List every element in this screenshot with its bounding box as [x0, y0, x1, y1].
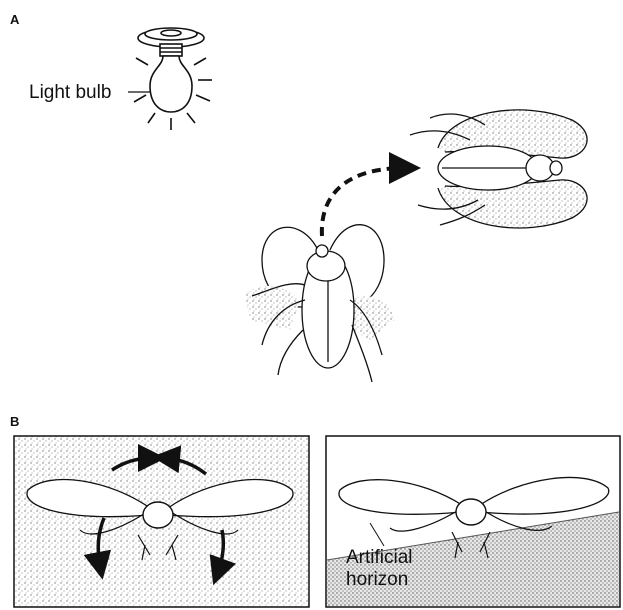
panel-b-left-frame: [14, 436, 309, 607]
flying-cockroach-illustration: [410, 110, 587, 228]
artificial-horizon-label: Artificial horizon: [346, 547, 413, 591]
horizon-label-line1: Artificial: [346, 547, 413, 569]
horizon-label-line2: horizon: [346, 569, 413, 591]
resting-cockroach-illustration: [245, 225, 395, 382]
light-bulb-icon: [128, 28, 212, 130]
